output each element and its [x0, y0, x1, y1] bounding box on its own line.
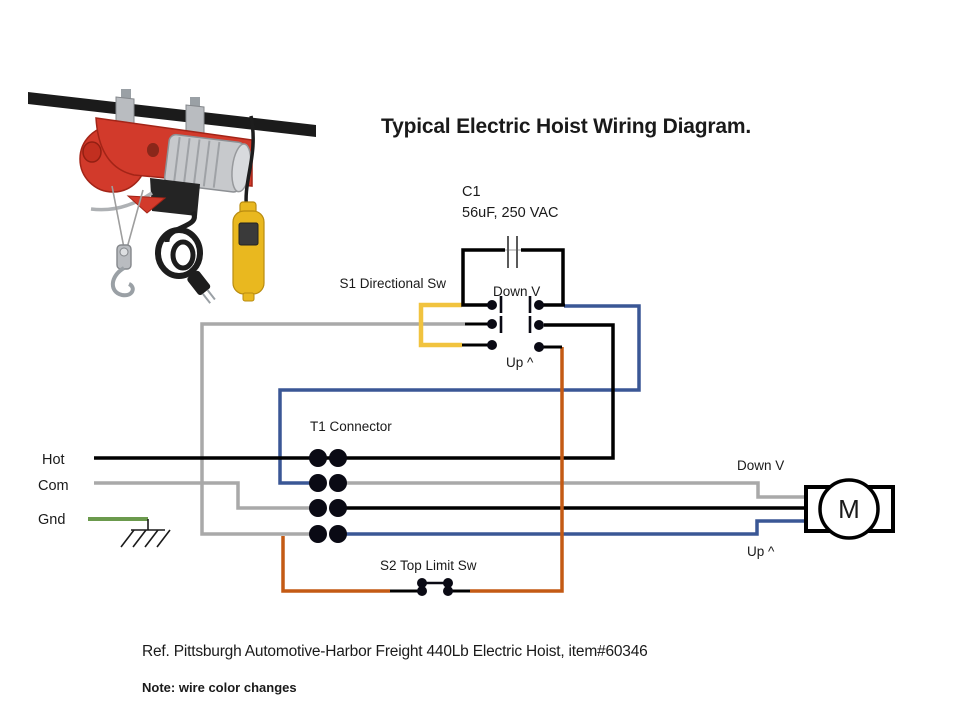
s1-contact-dot	[534, 300, 544, 310]
motor-label: M	[838, 494, 860, 524]
s1-down-label: Down V	[493, 284, 540, 299]
c1-value-label: 56uF, 250 VAC	[462, 205, 558, 221]
s1-contact-dot	[534, 320, 544, 330]
com-wire	[94, 481, 312, 510]
limit-arm	[90, 191, 153, 212]
gnd-label: Gnd	[38, 512, 65, 528]
t1-pin	[329, 525, 347, 543]
t1-pin	[329, 449, 347, 467]
blue-wire-t1-to-motor	[344, 519, 808, 536]
t1-pin	[309, 525, 327, 543]
s1-contact-dot	[487, 319, 497, 329]
beam	[28, 92, 316, 137]
s1-label: S1 Directional Sw	[339, 276, 446, 291]
yellow-jumper-wire	[418, 302, 462, 348]
s1-up-label: Up ^	[506, 355, 534, 370]
motor: M	[804, 478, 895, 540]
t1-connector	[309, 449, 347, 543]
s2-contact-dot	[417, 578, 427, 588]
gray-wire-s1-to-t1	[200, 322, 465, 536]
hoist-photo	[28, 89, 316, 304]
limit-lever	[126, 195, 167, 214]
plug	[187, 270, 216, 304]
t1-label: T1 Connector	[310, 419, 392, 434]
pendant-control	[232, 115, 265, 302]
diagram-title: Typical Electric Hoist Wiring Diagram.	[381, 115, 751, 138]
pendant-button	[238, 222, 259, 246]
orange-wire-t1-to-s2	[281, 536, 390, 593]
power-cord	[155, 210, 216, 304]
s1-contact-dot	[487, 340, 497, 350]
s2-label: S2 Top Limit Sw	[380, 558, 477, 573]
s2-contact-dot	[417, 586, 427, 596]
cable-and-hook	[110, 185, 144, 298]
orange-wire-s2-to-s1	[470, 347, 564, 593]
hot-wire	[94, 323, 615, 460]
hoist-motor	[163, 133, 252, 193]
hot-label: Hot	[42, 452, 65, 468]
note-text: Note: wire color changes	[142, 680, 297, 695]
c1-ref-label: C1	[462, 184, 481, 200]
gray-wire-t1-to-motor	[344, 481, 808, 499]
com-label: Com	[38, 478, 69, 494]
s2-contact-dot	[443, 586, 453, 596]
s1-contact-dot	[534, 342, 544, 352]
reference-text: Ref. Pittsburgh Automotive-Harbor Freigh…	[142, 643, 648, 660]
earth-ground-symbol	[120, 519, 171, 548]
t1-pin	[309, 474, 327, 492]
t1-pin	[329, 474, 347, 492]
motor-up-label: Up ^	[747, 544, 775, 559]
s2-top-limit-switch	[390, 578, 470, 596]
hoist-knob	[82, 141, 102, 163]
motor-down-label: Down V	[737, 458, 784, 473]
s2-contact-dot	[443, 578, 453, 588]
t1-pin	[309, 499, 327, 517]
blue-wire-s1-to-t1	[278, 304, 641, 485]
s1-contact-dot	[487, 300, 497, 310]
t1-pin	[329, 499, 347, 517]
s1-directional-switch	[462, 296, 565, 352]
s1-contact-bars	[499, 296, 532, 333]
t1-pin	[309, 449, 327, 467]
hoist-housing	[150, 178, 200, 216]
